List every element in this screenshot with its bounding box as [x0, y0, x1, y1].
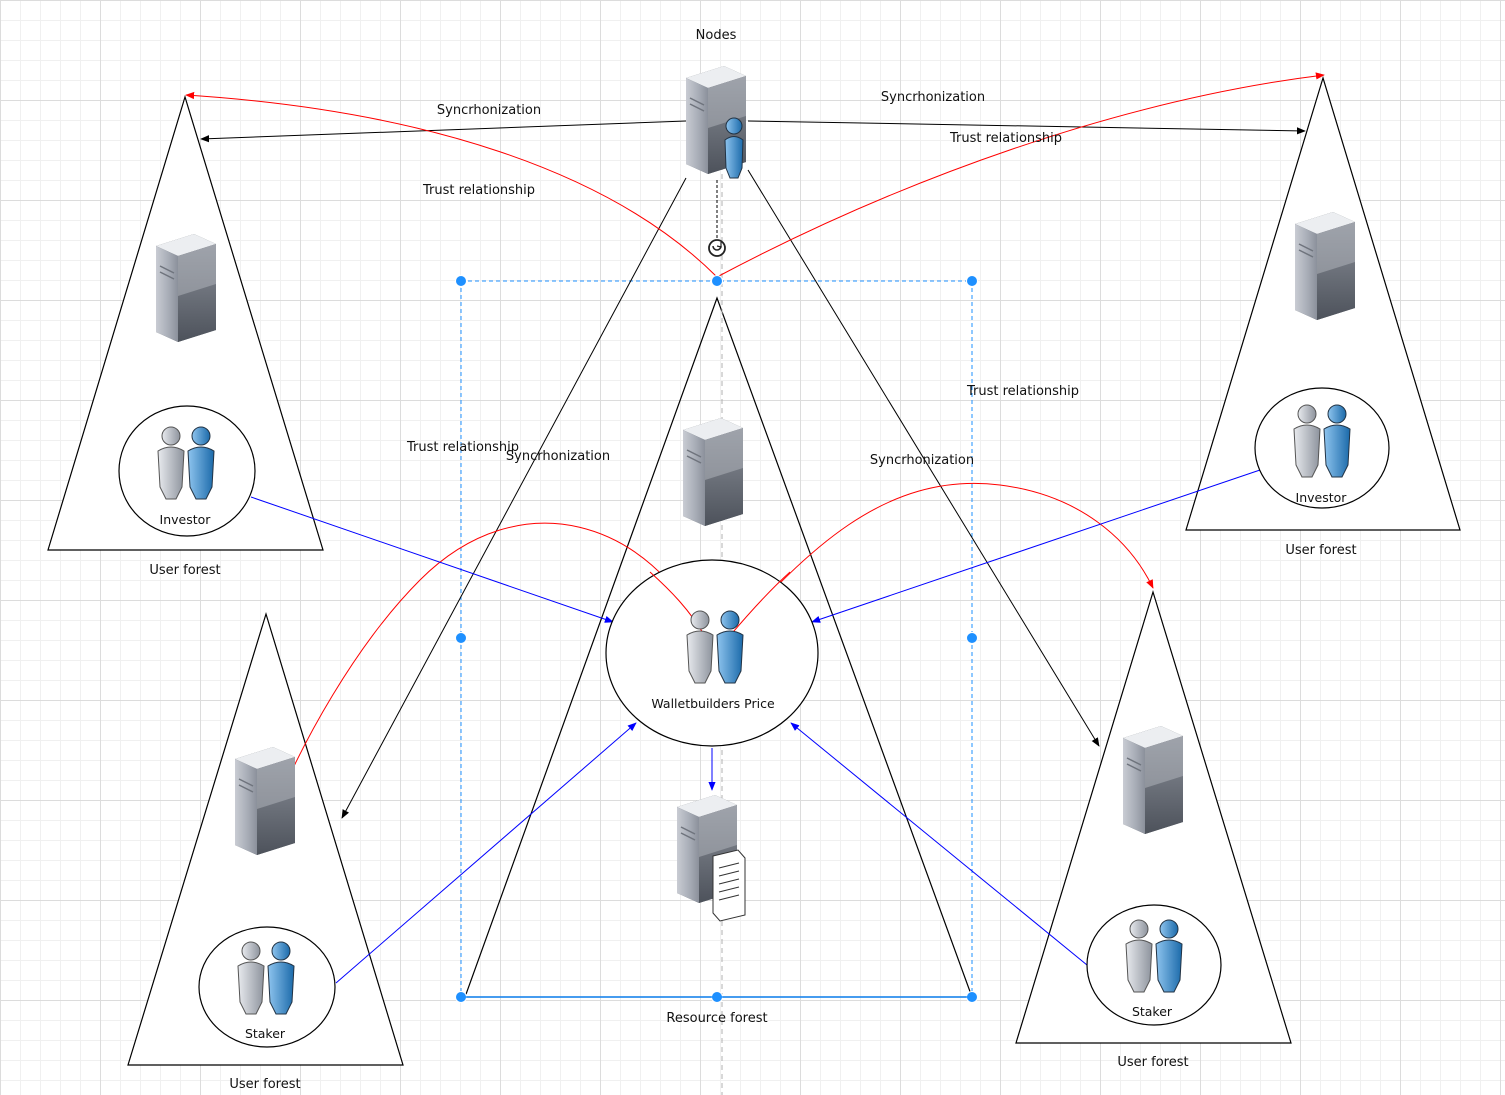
server-icon[interactable] [1122, 725, 1184, 835]
group-ellipse-top-left[interactable] [118, 405, 256, 537]
trust-label-top-right: Trust relationship [949, 131, 1062, 146]
group-ellipse-bottom-right[interactable] [1086, 904, 1222, 1026]
server-icon[interactable] [1294, 211, 1356, 321]
trust-edge-bottom-left[interactable] [261, 522, 707, 841]
file-server-icon[interactable] [676, 794, 746, 922]
forest-label-bottom-left: User forest [229, 1077, 300, 1092]
server-icon[interactable] [682, 417, 744, 527]
trust-edge-top-right[interactable] [716, 72, 1325, 278]
group-ellipse-top-right[interactable] [1254, 387, 1390, 509]
trust-edge-top-left[interactable] [185, 91, 718, 278]
forest-label-top-right: User forest [1285, 543, 1356, 558]
group-label-center: Walletbuilders Price [651, 696, 775, 711]
forest-label-center: Resource forest [666, 1011, 767, 1026]
server-icon[interactable] [155, 233, 217, 343]
trust-edge-bottom-right[interactable] [727, 482, 1154, 639]
sync-label-mid-right: Syncrhonization [870, 453, 974, 468]
member-edge-top-right[interactable] [811, 469, 1261, 623]
sync-label-top-left: Syncrhonization [437, 103, 541, 118]
sync-edge-top-left[interactable] [200, 120, 687, 143]
group-ellipse-bottom-left[interactable] [198, 926, 336, 1048]
group-label-bottom-right: Staker [1132, 1004, 1173, 1019]
user-icon [724, 117, 744, 179]
trust-edge-bottom-right-start [727, 571, 791, 639]
sync-label-mid-left: Syncrhonization [506, 449, 610, 464]
server-icon[interactable] [234, 746, 296, 856]
group-label-bottom-left: Staker [245, 1026, 286, 1041]
nodes-label: Nodes [696, 28, 737, 43]
trust-edge-bottom-left-start [649, 571, 707, 639]
rotate-handle-icon[interactable] [708, 239, 726, 257]
member-edge-bottom-left[interactable] [335, 722, 637, 984]
member-edge-top-left[interactable] [250, 496, 614, 623]
sync-label-top-right: Syncrhonization [881, 90, 985, 105]
trust-label-top-left: Trust relationship [422, 183, 535, 198]
forest-label-top-left: User forest [149, 563, 220, 578]
group-label-top-left: Investor [160, 512, 212, 527]
sync-edge-top-right[interactable] [747, 120, 1306, 135]
member-edge-bottom-right[interactable] [790, 722, 1088, 966]
trust-label-mid-right: Trust relationship [966, 384, 1079, 399]
sync-edge-bottom-left[interactable] [341, 177, 687, 819]
selection-handles[interactable] [455, 275, 978, 1003]
sync-edge-bottom-right[interactable] [747, 169, 1100, 747]
group-label-top-right: Investor [1296, 490, 1348, 505]
trust-label-mid-left: Trust relationship [406, 440, 519, 455]
forest-label-bottom-right: User forest [1117, 1055, 1188, 1070]
